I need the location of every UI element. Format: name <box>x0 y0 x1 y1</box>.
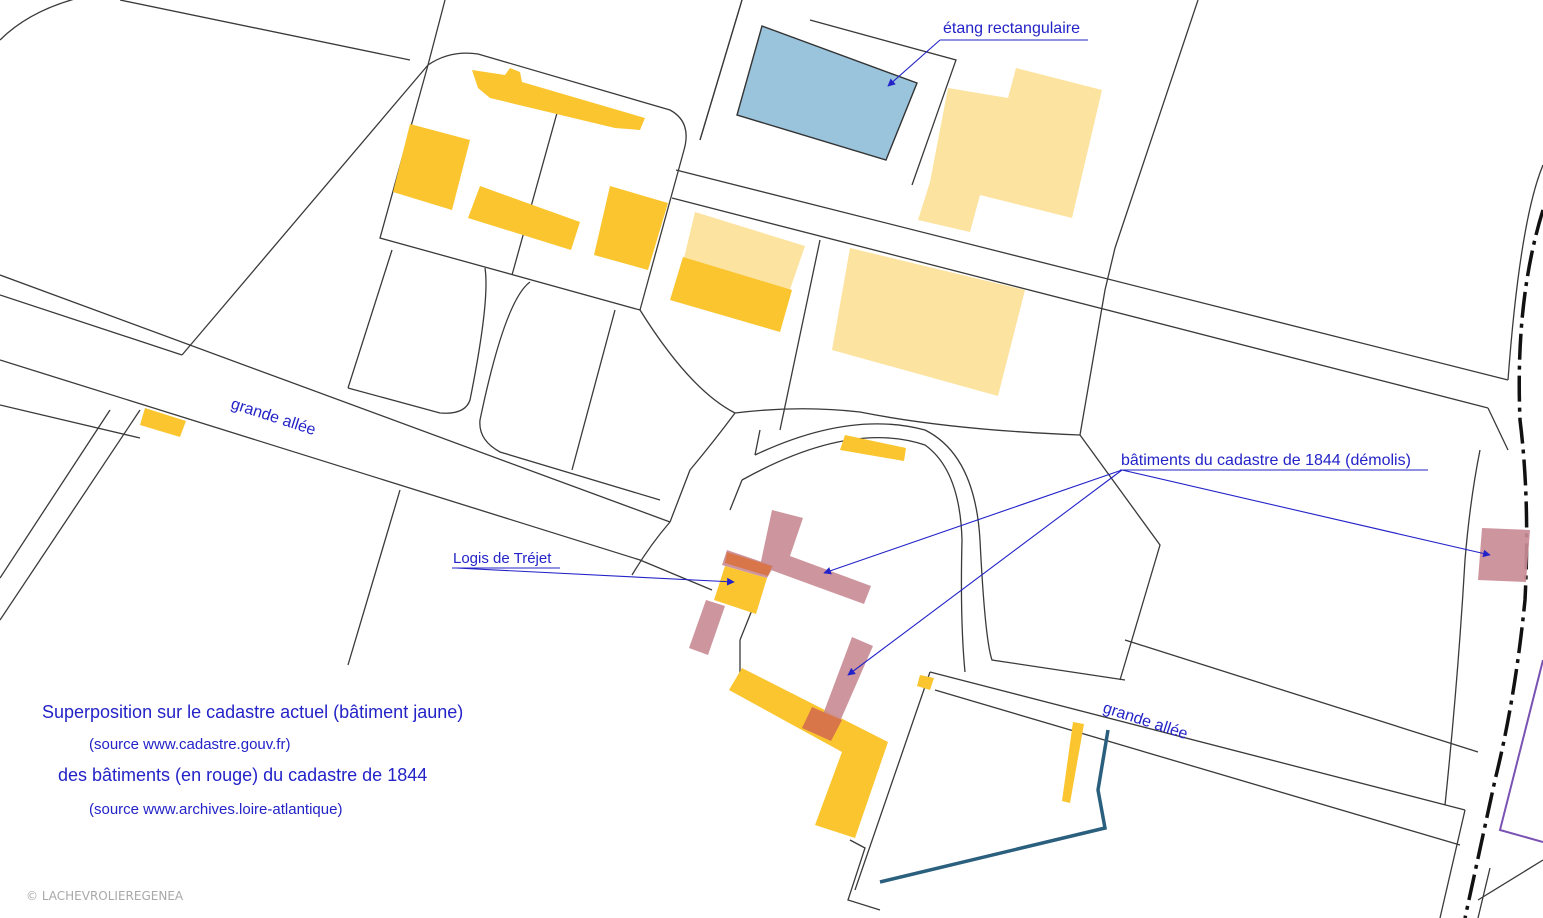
parcel-boundary-line <box>1507 164 1543 381</box>
parcel-boundary-line <box>639 309 1081 436</box>
parcel-boundary-line <box>511 94 563 276</box>
overlap-area <box>725 552 772 576</box>
parcel-boundary-line <box>847 839 881 911</box>
parcel-boundary-line <box>379 64 641 311</box>
parcel-boundary-line <box>699 0 743 141</box>
parcel-boundary-line <box>0 0 74 41</box>
caption-line-4: (source www.archives.loire-atlantique) <box>89 801 342 818</box>
parcel-boundary-line <box>1079 247 1116 436</box>
alley-label-west: grande allée <box>229 396 318 439</box>
pond-arrow <box>887 39 941 87</box>
old-buildings-label: bâtiments du cadastre de 1844 (démolis) <box>1121 452 1411 469</box>
parcel-boundary-line <box>1439 809 1466 918</box>
current-building <box>729 668 888 838</box>
parcel-boundary-line <box>1079 434 1161 681</box>
drive-edge-line <box>754 429 761 456</box>
annotation-arrows <box>452 39 1491 676</box>
parcel-boundary-line <box>571 309 616 471</box>
road-edge-line <box>671 197 1489 409</box>
parcel-boundary-line <box>0 409 141 621</box>
parcel-boundary-line <box>181 64 429 356</box>
current-building <box>670 257 792 332</box>
road-edge-line <box>0 404 141 439</box>
parcel-boundary-line <box>347 267 487 414</box>
current-buildings <box>140 68 1084 838</box>
old-building-1844 <box>760 510 871 604</box>
logis-label: Logis de Tréjet <box>453 550 552 567</box>
drive-edge-line <box>754 423 1126 681</box>
parcel-boundary-line <box>854 671 931 891</box>
logis-arrow <box>455 567 735 586</box>
caption-line-2: (source www.cadastre.gouv.fr) <box>89 736 290 753</box>
caption-line-3: des bâtiments (en rouge) du cadastre de … <box>58 765 427 785</box>
rectangular-pond <box>736 25 918 161</box>
caption-line-1: Superposition sur le cadastre actuel (bâ… <box>42 702 463 722</box>
parcel-boundary-line <box>427 0 446 66</box>
parcel-boundary-line <box>347 489 401 666</box>
pond-label: étang rectangulaire <box>943 20 1080 37</box>
road-edge-line <box>934 689 1461 846</box>
copyright-text: © LACHEVROLIEREGENEA <box>26 889 184 903</box>
current-building <box>393 124 470 210</box>
road-edge-line <box>929 671 1466 811</box>
old-building-1844 <box>689 600 725 655</box>
overlap-area <box>802 707 842 741</box>
parcel-boundary-line <box>119 0 411 61</box>
current-building <box>1062 722 1084 803</box>
current-building <box>472 68 645 130</box>
parcel-boundary-line <box>1114 0 1199 249</box>
drive-edge-line <box>741 437 966 673</box>
old-buildings-arrow <box>823 469 1123 575</box>
parcel-boundary-line <box>1444 449 1481 806</box>
drive-edge-line <box>729 479 743 511</box>
parcel-boundary-line <box>669 412 736 523</box>
parcel-boundary-line <box>631 521 671 576</box>
light-building <box>918 68 1102 232</box>
parcel-boundary-line <box>427 52 687 311</box>
old-building-1844 <box>819 637 873 735</box>
parcel-boundary-line <box>779 239 821 431</box>
commune-boundary-line <box>1463 209 1543 918</box>
parcel-boundary-line <box>479 281 661 501</box>
parcel-boundary-line <box>1487 407 1509 451</box>
parcel-boundary-line <box>1477 867 1491 918</box>
alley-label-east: grande allée <box>1101 700 1190 743</box>
old-buildings-arrow <box>847 469 1123 676</box>
purple-boundary-line <box>1498 659 1543 843</box>
current-building <box>140 408 186 437</box>
road-edge-line <box>675 169 1509 381</box>
parcel-boundary-line <box>347 249 393 389</box>
old-buildings-arrow <box>1121 469 1491 558</box>
parcel-boundary-line <box>0 294 183 356</box>
parcel-boundary-line <box>1477 859 1543 901</box>
light-building <box>832 248 1025 396</box>
overlap-areas <box>725 552 842 741</box>
current-building <box>594 186 668 270</box>
current-building <box>468 186 580 250</box>
teal-boundary-line <box>879 729 1110 884</box>
parcel-boundary-line <box>0 409 111 579</box>
road-edge-line <box>0 359 713 591</box>
old-building-1844 <box>1478 528 1530 582</box>
current-building <box>917 675 934 690</box>
current-building <box>840 435 906 461</box>
parcel-boundary-line <box>809 19 957 186</box>
road-edge-line <box>1124 639 1479 753</box>
road-edge-line <box>0 274 671 523</box>
